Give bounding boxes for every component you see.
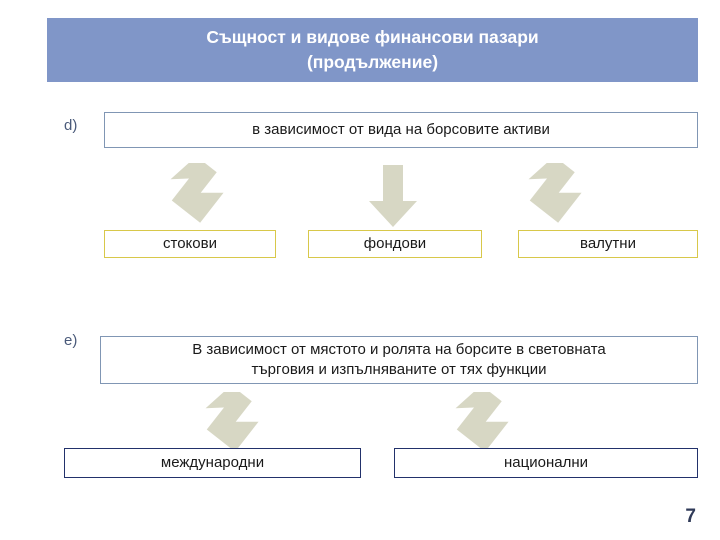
down-arrow-icon	[455, 392, 509, 452]
down-arrow-icon	[170, 163, 224, 223]
page-title: Същност и видове финансови пазари (продъ…	[206, 27, 539, 72]
down-arrow-icon	[528, 163, 582, 223]
item-box-fondovi: фондови	[308, 230, 482, 258]
item-box-nacionalni: национални	[394, 448, 698, 478]
item-label-fondovi: фондови	[363, 235, 427, 252]
item-label-mezhdunarodni: международни	[160, 454, 265, 471]
down-arrow-icon	[369, 165, 417, 227]
item-box-valutni: валутни	[518, 230, 698, 258]
title-banner: Същност и видове финансови пазари (продъ…	[47, 18, 698, 82]
section-letter-e: e)	[64, 332, 78, 349]
section-d-header-box: в зависимост от вида на борсовите активи	[104, 112, 698, 148]
item-label-nacionalni: национални	[504, 454, 588, 471]
section-d-header-label: в зависимост от вида на борсовите активи	[252, 121, 550, 138]
item-box-mezhdunarodni: международни	[64, 448, 361, 478]
section-e-header-box: В зависимост от мястото и ролята на борс…	[100, 336, 698, 384]
section-e-header-label: В зависимост от мястото и ролята на борс…	[192, 341, 606, 378]
item-label-stokovi: стокови	[163, 235, 217, 252]
item-label-valutni: валутни	[580, 235, 636, 252]
section-letter-d: d)	[64, 117, 78, 134]
page-number: 7	[685, 506, 696, 527]
down-arrow-icon	[205, 392, 259, 452]
item-box-stokovi: стокови	[104, 230, 276, 258]
